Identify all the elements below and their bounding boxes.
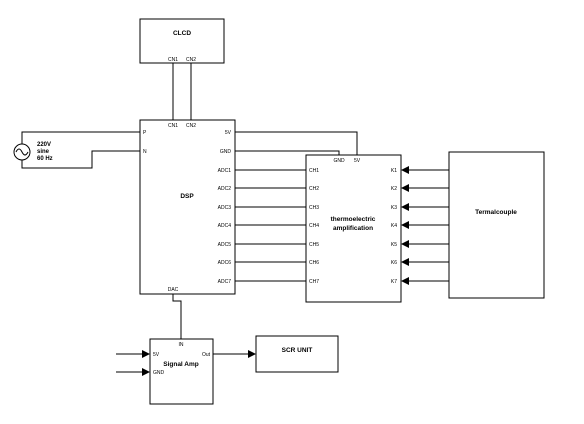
dsp-pin-adc4: ADC4 [218, 223, 232, 229]
scr-unit-block: SCR UNIT [255, 335, 339, 373]
amp-pin-ch5: CH5 [309, 242, 319, 248]
wire-n [21, 150, 140, 169]
signal-amp-pin-out: Out [202, 352, 211, 358]
dsp-pin-adc6: ADC6 [218, 260, 232, 266]
signal-amp-title: Signal Amp [163, 361, 199, 368]
amp-pin-k3: K3 [391, 205, 397, 211]
signal-amp-pin-5v: 5V [153, 352, 160, 358]
amp-pin-k6: K6 [391, 260, 397, 266]
clcd-pin-cn1: CN1 [168, 57, 178, 63]
thermocouple-block: Termalcouple [448, 151, 545, 299]
sine-wave-icon [15, 148, 29, 156]
amp-pin-k7: K7 [391, 279, 397, 285]
dsp-pin-5v: 5V [225, 130, 232, 136]
wire-p [21, 131, 140, 144]
source-voltage: 220V [37, 142, 51, 148]
dsp-pin-adc1: ADC1 [218, 168, 232, 174]
dsp-pin-gnd: GND [220, 149, 232, 155]
amp-pin-k4: K4 [391, 223, 397, 229]
source-frequency: 60 Hz [37, 156, 53, 162]
dsp-pin-adc2: ADC2 [218, 186, 232, 192]
signal-amp-pin-in: IN [179, 342, 184, 348]
amp-title-line2: amplification [333, 225, 373, 232]
signal-amp-block: IN 5V GND Out Signal Amp [149, 338, 214, 405]
dsp-pin-adc3: ADC3 [218, 205, 232, 211]
dsp-pin-cn2: CN2 [186, 123, 196, 129]
dsp-title: DSP [180, 193, 194, 200]
amp-pin-k1: K1 [391, 168, 397, 174]
amp-pin-gnd: GND [333, 158, 345, 164]
dsp-pin-dac: DAC [168, 287, 179, 293]
scr-title: SCR UNIT [282, 347, 313, 354]
thermocouple-title: Termalcouple [475, 209, 517, 216]
dsp-pin-adc7: ADC7 [218, 279, 232, 285]
k-arrows [401, 166, 449, 285]
clcd-pin-cn2: CN2 [186, 57, 196, 63]
clcd-title: CLCD [173, 30, 191, 37]
amp-pin-k5: K5 [391, 242, 397, 248]
amp-pin-k2: K2 [391, 186, 397, 192]
clcd-block: CLCD CN1 CN2 [139, 18, 225, 64]
dsp-block: DSP CN1 CN2 P N 5V GND ADC1 ADC2 ADC3 AD… [139, 119, 236, 295]
dsp-pin-n: N [143, 149, 147, 155]
adc-wires [235, 169, 306, 282]
amp-pin-ch1: CH1 [309, 168, 319, 174]
signal-amp-pin-gnd: GND [153, 370, 165, 376]
amp-pin-ch4: CH4 [309, 223, 319, 229]
dsp-pin-cn1: CN1 [168, 123, 178, 129]
wire-dac [172, 294, 182, 339]
thermo-amp-block: GND 5V thermoelectric amplification CH1 … [305, 154, 402, 303]
dsp-pin-p: P [143, 130, 147, 136]
ac-source: 220V sine 60 Hz [13, 142, 53, 162]
wire-5v [235, 131, 358, 155]
amp-title-line1: thermoelectric [331, 216, 376, 223]
amp-pin-ch7: CH7 [309, 279, 319, 285]
amp-pin-ch3: CH3 [309, 205, 319, 211]
wire-gnd [235, 150, 340, 155]
amp-pin-5v: 5V [354, 158, 361, 164]
dsp-pin-adc5: ADC5 [218, 242, 232, 248]
source-waveform: sine [37, 149, 50, 155]
amp-pin-ch6: CH6 [309, 260, 319, 266]
amp-pin-ch2: CH2 [309, 186, 319, 192]
